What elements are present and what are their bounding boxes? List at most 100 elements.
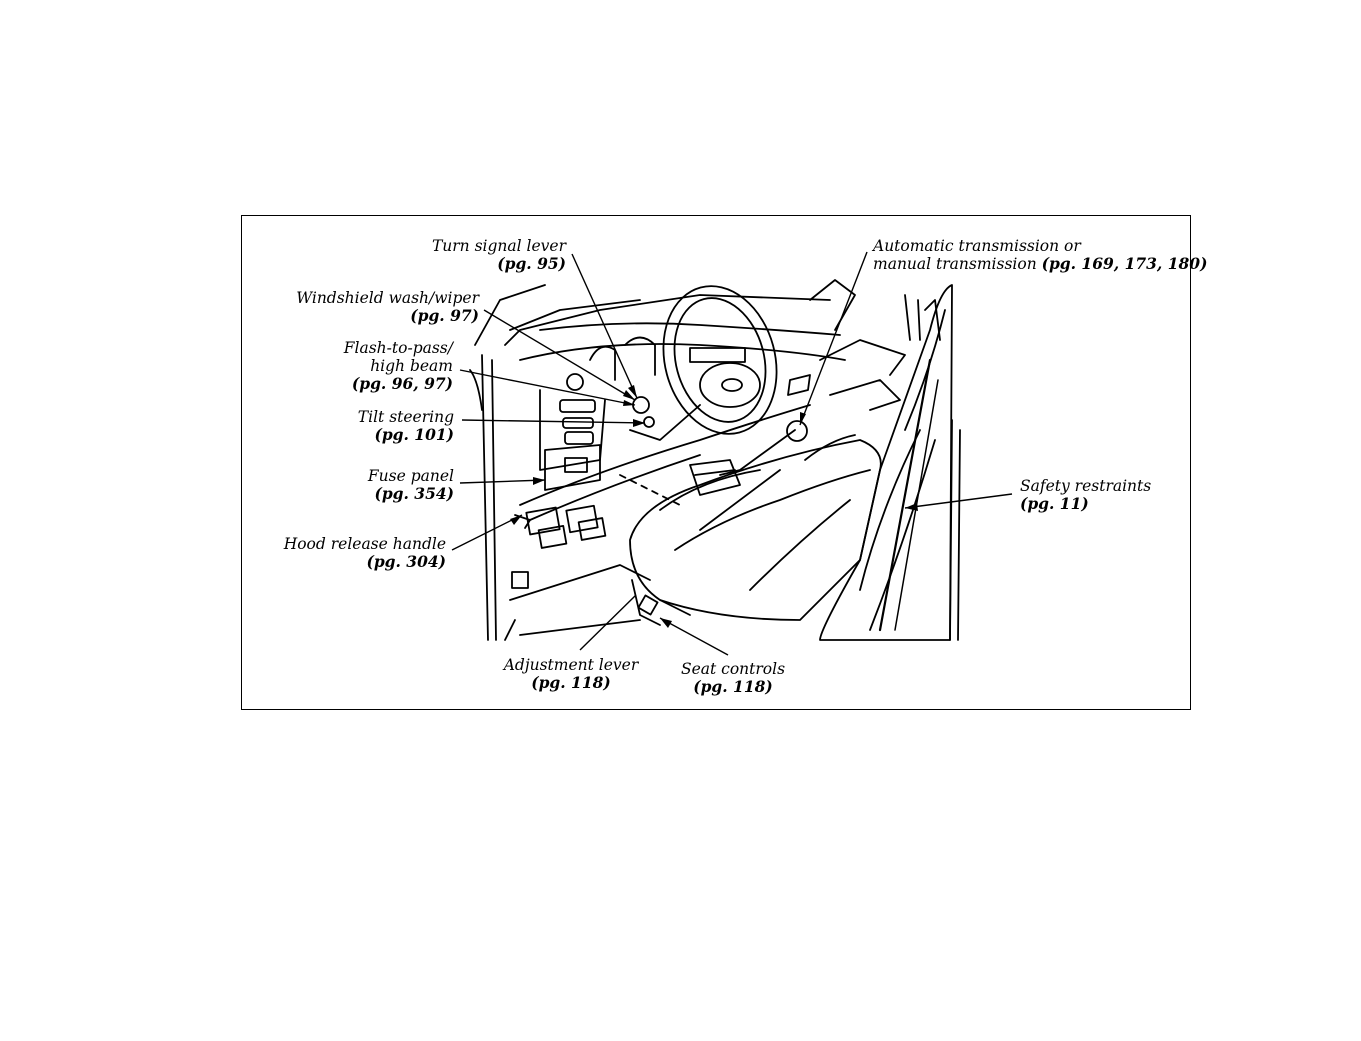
callout-page: (pg. 354): [374, 484, 455, 503]
passenger-dash: [819, 339, 906, 376]
callout-page: (pg. 95): [497, 254, 566, 273]
callout-name: Fuse panel: [367, 467, 454, 485]
arrowhead: [623, 390, 635, 400]
callout-page: (pg. 96, 97): [351, 374, 453, 393]
pedal: [577, 517, 607, 541]
door-frame-line: [469, 369, 483, 411]
gear-knob: [786, 420, 808, 442]
leader-adjust: [579, 594, 637, 651]
floor-line: [509, 564, 651, 601]
leader-turn-signal: [571, 253, 638, 399]
fuse-panel-door: [564, 457, 588, 473]
seat-control-switch: [637, 594, 659, 616]
windshield-line: [809, 279, 856, 331]
seat-back-edge: [859, 429, 921, 591]
leader-wiper: [483, 309, 636, 401]
leader-hood: [451, 514, 523, 551]
pedal: [537, 524, 568, 549]
callout-hood: Hood release handle (pg. 304): [270, 535, 446, 571]
callout-turn-signal: Turn signal lever (pg. 95): [400, 237, 566, 273]
callout-page: (pg. 11): [1020, 494, 1089, 513]
callout-name-line2: high beam: [370, 357, 453, 375]
diagram-frame: [241, 215, 1191, 710]
seat-back-edge: [869, 439, 936, 631]
seat-seam: [749, 499, 851, 591]
arrowhead: [660, 618, 672, 628]
callout-page: (pg. 169, 173, 180): [1041, 254, 1208, 273]
tilt-lever-knob: [643, 416, 655, 428]
turn-signal-knob: [632, 396, 650, 414]
callout-tilt: Tilt steering (pg. 101): [330, 408, 454, 444]
door-frame-line: [481, 354, 489, 641]
callout-fuse: Fuse panel (pg. 354): [330, 467, 454, 503]
callout-page: (pg. 118): [531, 673, 611, 692]
callout-name-line1: Flash-to-pass/: [343, 339, 453, 357]
callout-name: Safety restraints: [1020, 477, 1152, 495]
pedal: [525, 506, 561, 536]
callout-name: Hood release handle: [283, 535, 446, 553]
floor-dashed: [619, 474, 681, 506]
arrowhead: [623, 400, 635, 406]
arrowhead: [905, 503, 918, 511]
door-frame-line: [504, 294, 831, 346]
seat-track: [659, 599, 691, 616]
pedal: [565, 504, 599, 534]
tunnel: [694, 469, 736, 476]
dash-vent: [562, 417, 594, 429]
callout-name-line2: manual transmission: [873, 255, 1037, 273]
gauge-outline: [624, 336, 656, 376]
steering-hub: [699, 362, 761, 408]
seat-seam: [804, 434, 856, 461]
callout-wiper: Windshield wash/wiper (pg. 97): [270, 289, 479, 325]
callout-name: Adjustment lever: [503, 656, 639, 674]
seat-seam: [674, 469, 871, 551]
door-frame-line: [904, 294, 911, 341]
steering-wheel-outer: [662, 285, 778, 435]
windshield-line: [509, 299, 641, 331]
door-frame-line: [917, 299, 921, 341]
steering-column: [629, 404, 701, 441]
leader-safety: [904, 493, 1013, 509]
passenger-dash: [829, 379, 901, 411]
arrowhead: [510, 515, 522, 525]
callout-page: (pg. 118): [693, 677, 773, 696]
radio-unit: [689, 347, 746, 363]
seat-seam: [659, 469, 761, 511]
callout-page: (pg. 101): [374, 425, 455, 444]
arrowhead: [628, 385, 637, 398]
lower-dash-line: [519, 404, 811, 506]
center-vent: [787, 374, 811, 396]
tunnel: [689, 459, 741, 496]
door-frame-line: [474, 284, 546, 346]
seat-base: [631, 579, 661, 626]
steering-wheel-inner: [673, 297, 767, 423]
callout-name-line1: Automatic transmission or: [873, 237, 1081, 255]
leader-seat: [659, 617, 729, 656]
pillar: [949, 419, 953, 641]
dash-vent: [559, 399, 596, 413]
callout-flash: Flash-to-pass/ high beam (pg. 96, 97): [310, 339, 453, 393]
door-frame-line: [924, 299, 941, 341]
safety-belt: [878, 358, 932, 632]
leader-fuse: [459, 479, 546, 484]
dash-vent: [564, 431, 594, 445]
pillar: [957, 429, 961, 641]
dashboard-line: [539, 322, 841, 336]
gauge-knob: [566, 373, 584, 391]
floor-line: [519, 619, 641, 636]
seat-seam: [699, 469, 781, 531]
callout-adjust: Adjustment lever (pg. 118): [490, 656, 652, 692]
arrowhead: [800, 412, 806, 425]
fuse-panel-outline: [544, 444, 601, 491]
horn-emblem: [721, 378, 743, 392]
dash-panel: [539, 389, 606, 471]
dashboard-line: [519, 343, 846, 361]
leader-flash: [459, 369, 636, 406]
callout-name: Seat controls: [680, 660, 786, 678]
seat-back: [819, 284, 953, 641]
lower-dash-line: [529, 454, 701, 521]
callout-page: (pg. 304): [366, 552, 447, 571]
callout-page: (pg. 97): [410, 306, 479, 325]
callout-name: Windshield wash/wiper: [296, 289, 479, 307]
